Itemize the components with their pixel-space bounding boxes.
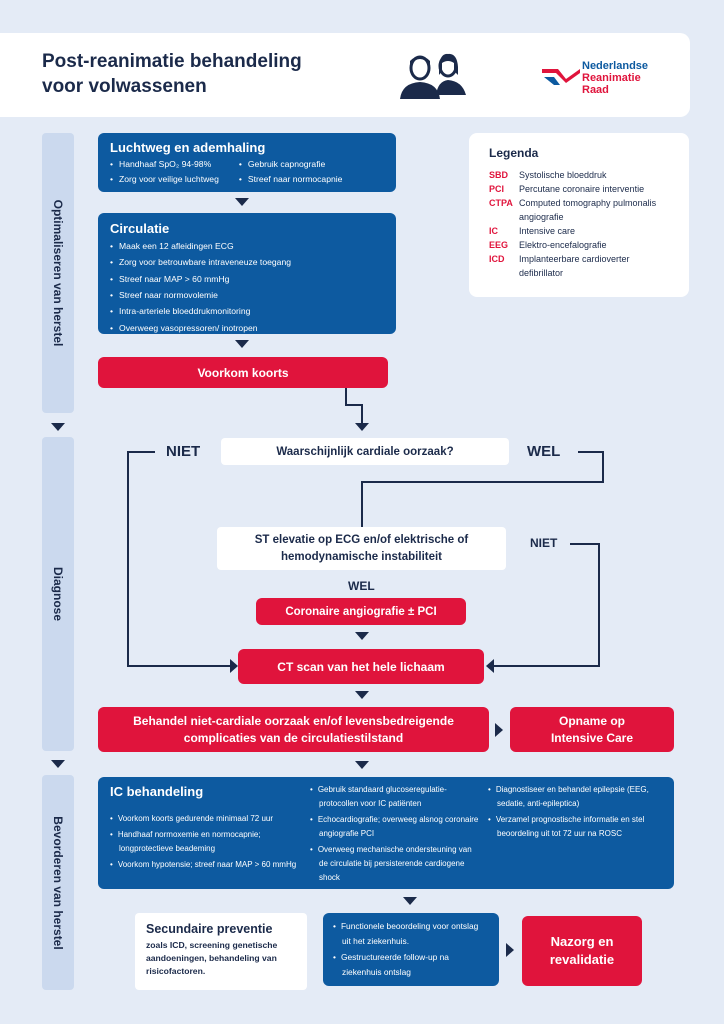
side-arrow-2: [51, 760, 65, 768]
arrow-luchtweg-circulatie: [235, 198, 249, 206]
connector-line: [127, 665, 231, 667]
luchtweg-box: Luchtweg en ademhaling Handhaaf SpO₂ 94-…: [98, 133, 396, 192]
list-item: Voorkom koorts gedurende minimaal 72 uur: [110, 812, 300, 826]
arrow-to-ct-right: [486, 659, 494, 673]
list-item: Streef naar normocapnie: [239, 172, 343, 187]
arrow-to-ic: [355, 761, 369, 769]
list-item: Echocardiografie; overweeg alsnog corona…: [310, 813, 480, 841]
luchtweg-col2: Gebruik capnografie Streef naar normocap…: [239, 157, 343, 186]
ic-col3: Diagnostiseer en behandel epilepsie (EEG…: [488, 783, 668, 843]
list-item: Functionele beoordeling voor ontslag uit…: [333, 919, 489, 948]
label-wel-right: WEL: [527, 443, 561, 460]
label-wel-mid: WEL: [348, 579, 375, 593]
connector-line: [345, 404, 363, 406]
people-icon: [400, 53, 466, 99]
arrow-to-nazorg: [506, 943, 514, 957]
behandel-box: Behandel niet-cardiale oorzaak en/of lev…: [98, 707, 489, 752]
connector-line: [361, 481, 604, 483]
list-item: Diagnostiseer en behandel epilepsie (EEG…: [488, 783, 668, 811]
secundaire-title: Secundaire preventie: [146, 922, 273, 936]
nrr-logo: Nederlandse Reanimatie Raad: [540, 60, 670, 100]
functioneel-box: Functionele beoordeling voor ontslag uit…: [323, 913, 499, 986]
label-niet-right: NIET: [530, 536, 558, 550]
arrow-circulatie-koorts: [235, 340, 249, 348]
list-item: Zorg voor betrouwbare intraveneuze toega…: [110, 254, 384, 270]
voorkom-koorts-box: Voorkom koorts: [98, 357, 388, 388]
connector-line: [598, 543, 600, 666]
side-label-bevorderen: Bevorderen van herstel: [42, 775, 74, 990]
label-niet-left: NIET: [166, 443, 201, 460]
side-label-diagnose: Diagnose: [42, 437, 74, 751]
list-item: Voorkom hypotensie; streef naar MAP > 60…: [110, 858, 300, 872]
secundaire-text: zoals ICD, screening genetische aandoeni…: [146, 940, 278, 976]
ct-scan-box: CT scan van het hele lichaam: [238, 649, 484, 684]
arrow-angio-ct: [355, 632, 369, 640]
luchtweg-col1: Handhaaf SpO₂ 94-98% Zorg voor veilige l…: [110, 157, 219, 186]
list-item: Gebruik capnografie: [239, 157, 343, 172]
ic-col1: Voorkom koorts gedurende minimaal 72 uur…: [110, 812, 300, 874]
list-item: Gebruik standaard glucoseregulatie-proto…: [310, 783, 480, 811]
circulatie-box: Circulatie Maak een 12 afleidingen ECG Z…: [98, 213, 396, 334]
list-item: Verzamel prognostische informatie en ste…: [488, 813, 668, 841]
side-label-optimaliseren: Optimaliseren van herstel: [42, 133, 74, 413]
connector-line: [361, 404, 363, 424]
list-item: Gestructureerde follow-up na ziekenhuis …: [333, 950, 489, 979]
list-item: Intra-arteriele bloeddrukmonitoring: [110, 303, 384, 319]
connector-line: [361, 481, 363, 527]
connector-line: [570, 543, 600, 545]
logo-text: Nederlandse Reanimatie Raad: [582, 60, 649, 97]
luchtweg-title: Luchtweg en ademhaling: [110, 140, 266, 155]
page-title: Post-reanimatie behandeling voor volwass…: [42, 51, 302, 97]
legend-title: Legenda: [489, 146, 539, 160]
circulatie-title: Circulatie: [110, 221, 170, 236]
st-elevatie-box: ST elevatie op ECG en/of elektrische of …: [217, 527, 506, 570]
logo-wave-icon: [542, 69, 580, 85]
arrow-behandel-opname: [495, 723, 503, 737]
connector-line: [127, 451, 155, 453]
angiografie-box: Coronaire angiografie ± PCI: [256, 598, 466, 625]
nazorg-box: Nazorg en revalidatie: [522, 916, 642, 986]
list-item: Streef naar MAP > 60 mmHg: [110, 271, 384, 287]
list-item: Overweeg vasopressoren/ inotropen: [110, 320, 384, 336]
header-card: Post-reanimatie behandeling voor volwass…: [0, 33, 690, 117]
list-item: Handhaaf normoxemie en normocapnie; long…: [110, 828, 300, 856]
ic-title: IC behandeling: [110, 784, 204, 799]
question-box: Waarschijnlijk cardiale oorzaak?: [221, 438, 509, 465]
connector-line: [127, 451, 129, 666]
list-item: Handhaaf SpO₂ 94-98%: [110, 157, 219, 172]
side-arrow-1: [51, 423, 65, 431]
arrow-ic-functioneel: [403, 897, 417, 905]
connector-line: [493, 665, 600, 667]
ic-col2: Gebruik standaard glucoseregulatie-proto…: [310, 783, 480, 887]
list-item: Maak een 12 afleidingen ECG: [110, 238, 384, 254]
functioneel-list: Functionele beoordeling voor ontslag uit…: [333, 919, 489, 980]
connector-line: [345, 388, 347, 406]
arrow-to-question: [355, 423, 369, 431]
connector-line: [578, 451, 604, 453]
list-item: Streef naar normovolemie: [110, 287, 384, 303]
secundaire-preventie-card: Secundaire preventie zoals ICD, screenin…: [135, 913, 307, 990]
connector-line: [602, 451, 604, 483]
list-item: Overweeg mechanische ondersteuning van d…: [310, 843, 480, 885]
circulatie-list: Maak een 12 afleidingen ECG Zorg voor be…: [110, 238, 384, 336]
arrow-to-ct-left: [230, 659, 238, 673]
arrow-ct-behandel: [355, 691, 369, 699]
ic-behandeling-box: IC behandeling Voorkom koorts gedurende …: [98, 777, 674, 889]
list-item: Zorg voor veilige luchtweg: [110, 172, 219, 187]
opname-ic-box: Opname op Intensive Care: [510, 707, 674, 752]
